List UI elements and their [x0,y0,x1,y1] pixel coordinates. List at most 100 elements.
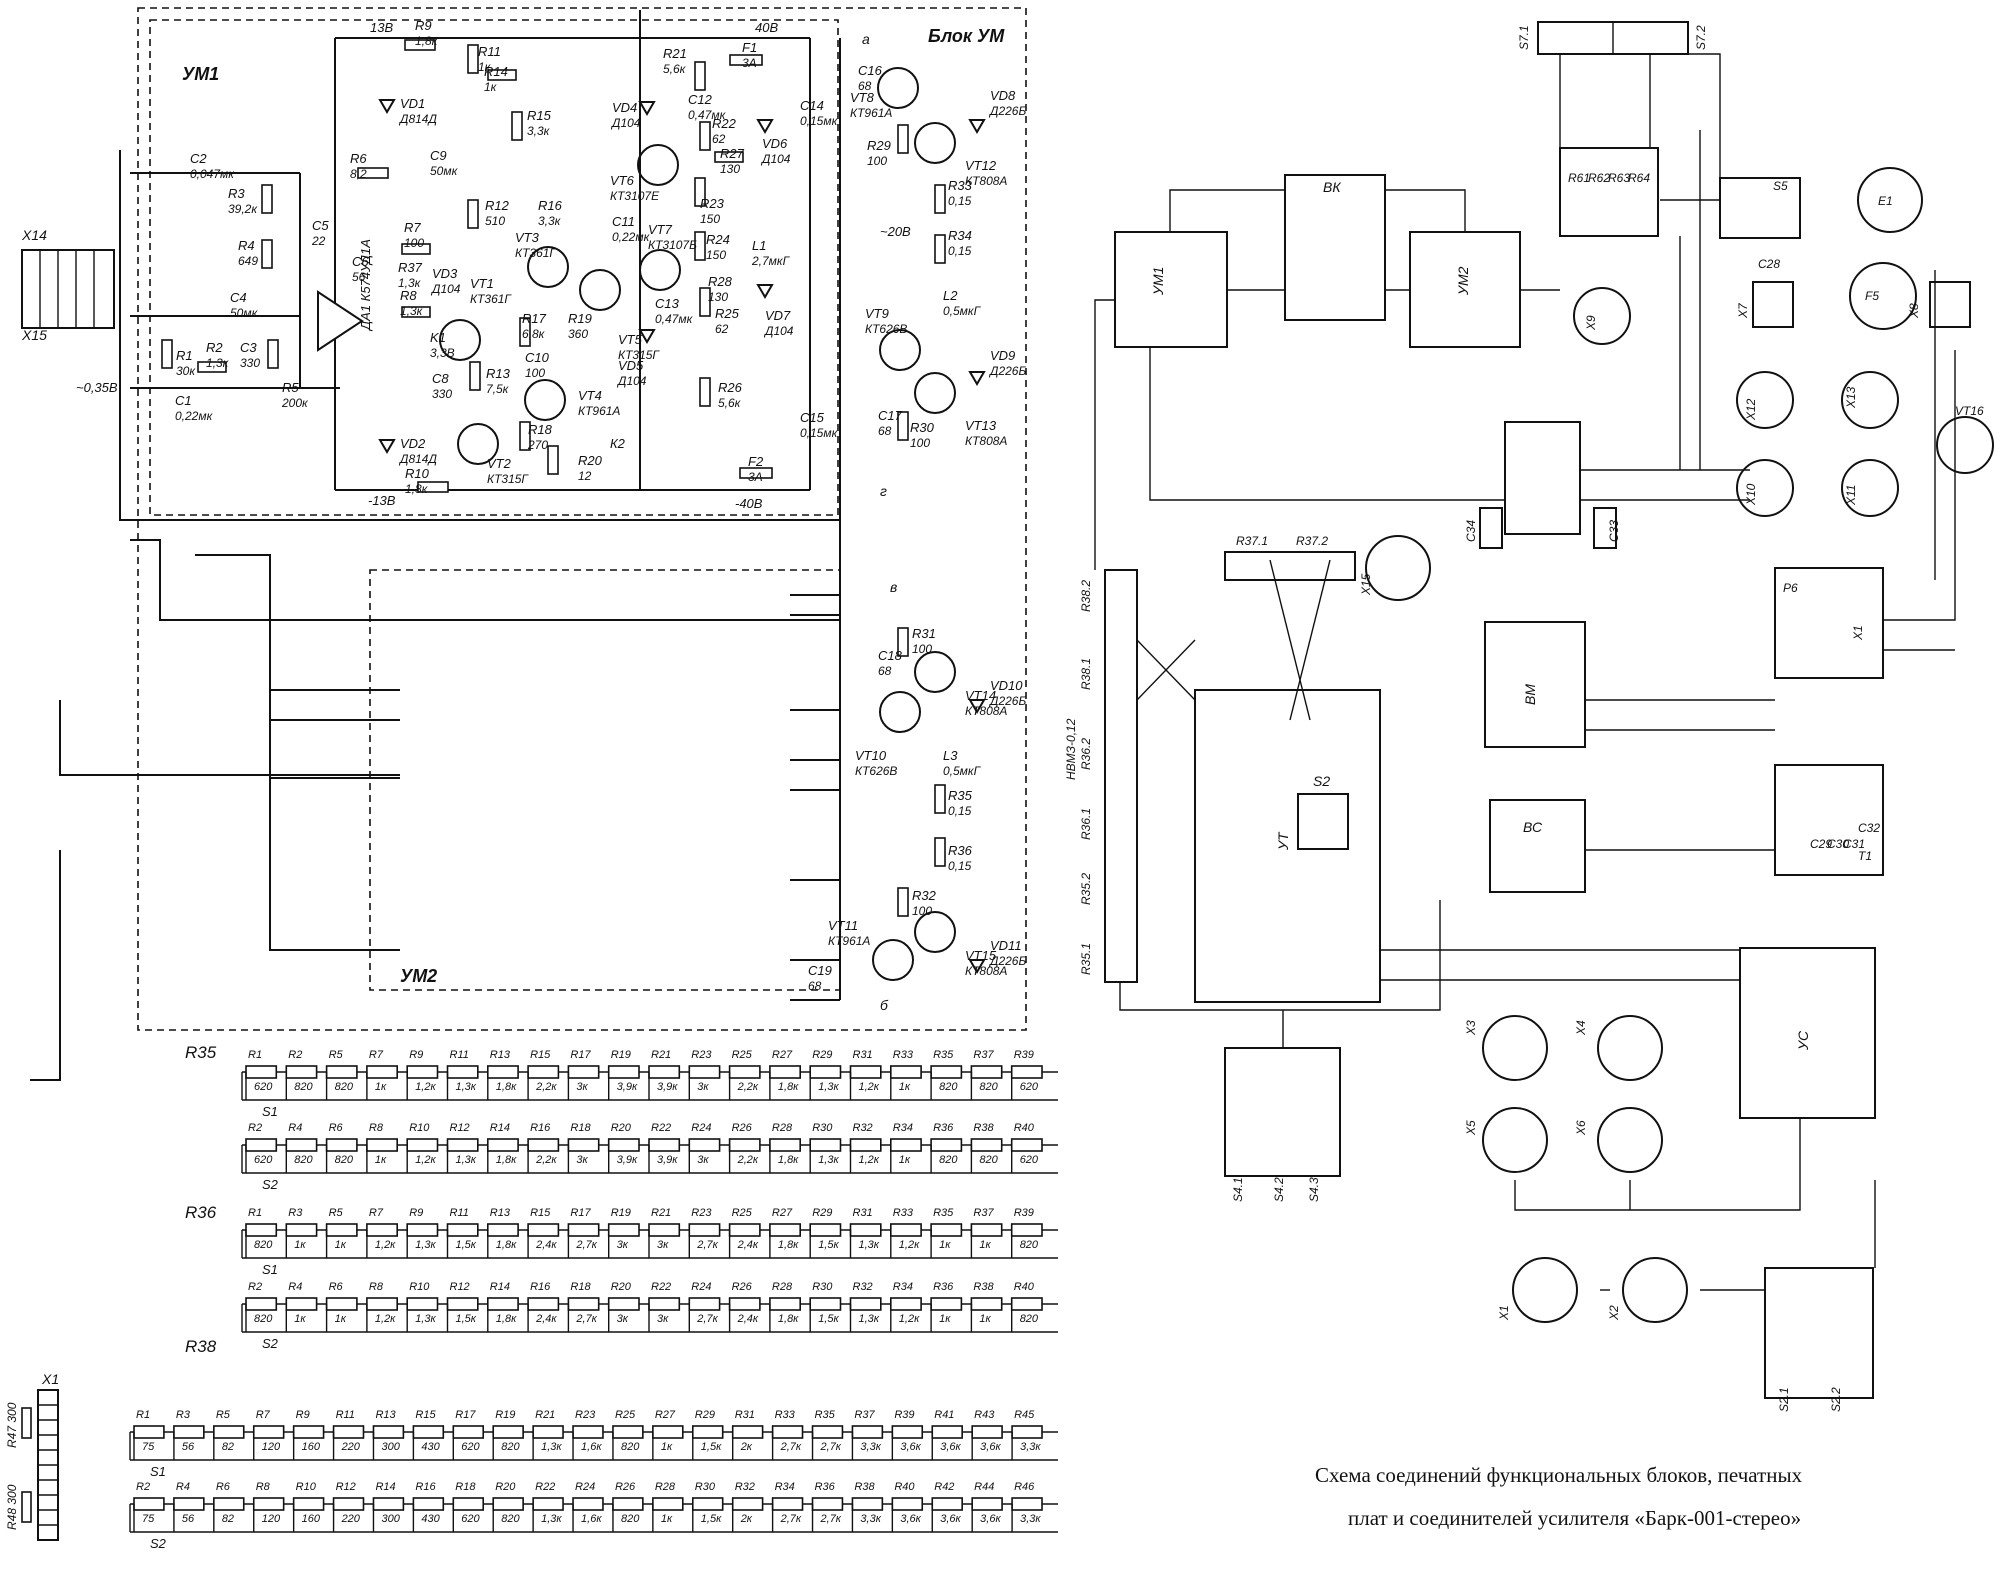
ladder-resistor [245,1065,278,1079]
ladder-ref: R38 [973,1122,994,1134]
ladder-resistor [891,1425,924,1439]
ladder-ref: R15 [530,1207,551,1219]
comp-ref-c12: C12 [688,92,713,107]
ladder-value: 3,6к [900,1441,921,1453]
connector-label: R38.2 [1079,580,1093,612]
connector-label: F5 [1865,289,1879,303]
vt6-symbol [637,144,679,186]
comp-value-r16: 3,3к [538,214,562,228]
ladder-value: 3к [697,1081,709,1093]
opamp-da1 [317,290,364,352]
semi-ref-vt7: VT7 [648,222,673,237]
ladder-ref: R28 [772,1122,793,1134]
ladder-ref: R5 [329,1207,344,1219]
comp-value-r26: 5,6к [718,396,742,410]
ladder-ref: R1 [248,1049,262,1061]
ladder-ref: R7 [256,1409,271,1421]
ladder-value: 1,5к [701,1441,722,1453]
ladder-ref: R18 [455,1481,476,1493]
ladder-value: 1,5к [456,1239,477,1251]
vt12-symbol [914,122,956,164]
ladder-name-r38: R38 [185,1337,217,1356]
comp-value-r2: 1,3к [206,356,230,370]
ladder-value: 1,3к [456,1154,477,1166]
vt1-symbol [439,319,481,361]
ladder-resistor [971,1425,1003,1439]
connector-label: T1 [1858,849,1872,863]
comp-value-r35: 0,15 [948,804,972,818]
comp-ref-r12: R12 [485,198,510,213]
ladder-ref: R9 [296,1409,310,1421]
ladder-value: 300 [381,1441,400,1453]
ladder-resistor [366,1138,398,1152]
ladder-value: 1,8к [496,1081,517,1093]
ladder-ref: R19 [611,1049,631,1061]
connector-label: S5 [1773,179,1788,193]
ladder-connector: X1 [41,1371,59,1387]
semi-ref-vd3: VD3 [432,266,458,281]
comp-value-f2: 3А [748,470,763,484]
ladder-value: 1,8к [778,1239,799,1251]
semi-ref-vt3: VT3 [515,230,540,245]
comp-ref-c8: C8 [432,371,449,386]
ladder-value: 1,3к [859,1313,880,1325]
um-block-frame [137,7,1027,1031]
ladder-value: 820 [501,1441,520,1453]
ladder-resistor [325,1297,358,1311]
ladder-ref: R40 [1014,1122,1035,1134]
connector-label: X2 [1607,1305,1621,1321]
connector-label: R64 [1628,171,1650,185]
ladder-value: 56 [182,1441,195,1453]
ladder-ref: R19 [611,1207,631,1219]
ladder-ref: R11 [450,1207,469,1219]
ladder-ref: R16 [415,1481,436,1493]
ladder-value: 3к [576,1154,588,1166]
ladder-ref: R13 [375,1409,396,1421]
ladder-resistor [406,1297,439,1311]
ladder-ref: R45 [1014,1409,1035,1421]
ladder-value: 1,5к [456,1313,477,1325]
ladder-resistor [527,1223,560,1237]
ladder-switch-s1: S1 [150,1464,166,1479]
ladder-value: 3,9к [617,1154,638,1166]
ladder-ref: R7 [369,1049,384,1061]
comp-value-c14: 0,15мк [800,114,839,128]
ladder-name-r36: R36 [185,1203,217,1222]
ladder-value: 2,4к [535,1313,557,1325]
ladder-value: 2,7к [575,1313,597,1325]
ladder-ref: R33 [893,1207,914,1219]
ladder-ref: R22 [651,1281,671,1293]
comp-value-c11: 0,22мк [612,230,651,244]
ladder-resistor [325,1223,358,1237]
connector-label: R61 [1568,171,1590,185]
ladder-resistor [889,1065,922,1079]
ladder-resistor [366,1297,398,1311]
ladder-switch-s1: S1 [262,1104,278,1119]
comp-ref-r30: R30 [910,420,935,435]
ladder-value: 3к [657,1239,669,1251]
ladder-resistor [851,1497,884,1511]
connector-label: X1 [1851,625,1865,641]
ladder-ref: R35 [815,1409,836,1421]
connector-label: X12 [1744,398,1758,421]
ladder-ref: R33 [893,1049,914,1061]
ladder-resistor [1010,1138,1043,1152]
ladder-ref: R11 [450,1049,469,1061]
comp-ref-r16: R16 [538,198,563,213]
comp-value-c19: 68 [808,979,822,993]
ladder-ref: R19 [495,1409,515,1421]
semi-ref-vt15: VT15 [965,948,997,963]
block-s2-label: S2 [1313,773,1330,789]
comp-ref-r25: R25 [715,306,740,321]
ladder-value: 1к [899,1081,911,1093]
semi-ref-vt2: VT2 [487,456,512,471]
ladder-value: 160 [302,1513,321,1525]
x1-connector-block [21,1389,59,1541]
ladder-resistor [325,1138,358,1152]
ladder-resistor [406,1065,439,1079]
comp-ref-c6: C6 [352,254,369,269]
connector-label: С30 [1827,837,1849,851]
comp-value-c15: 0,15мк [800,426,839,440]
